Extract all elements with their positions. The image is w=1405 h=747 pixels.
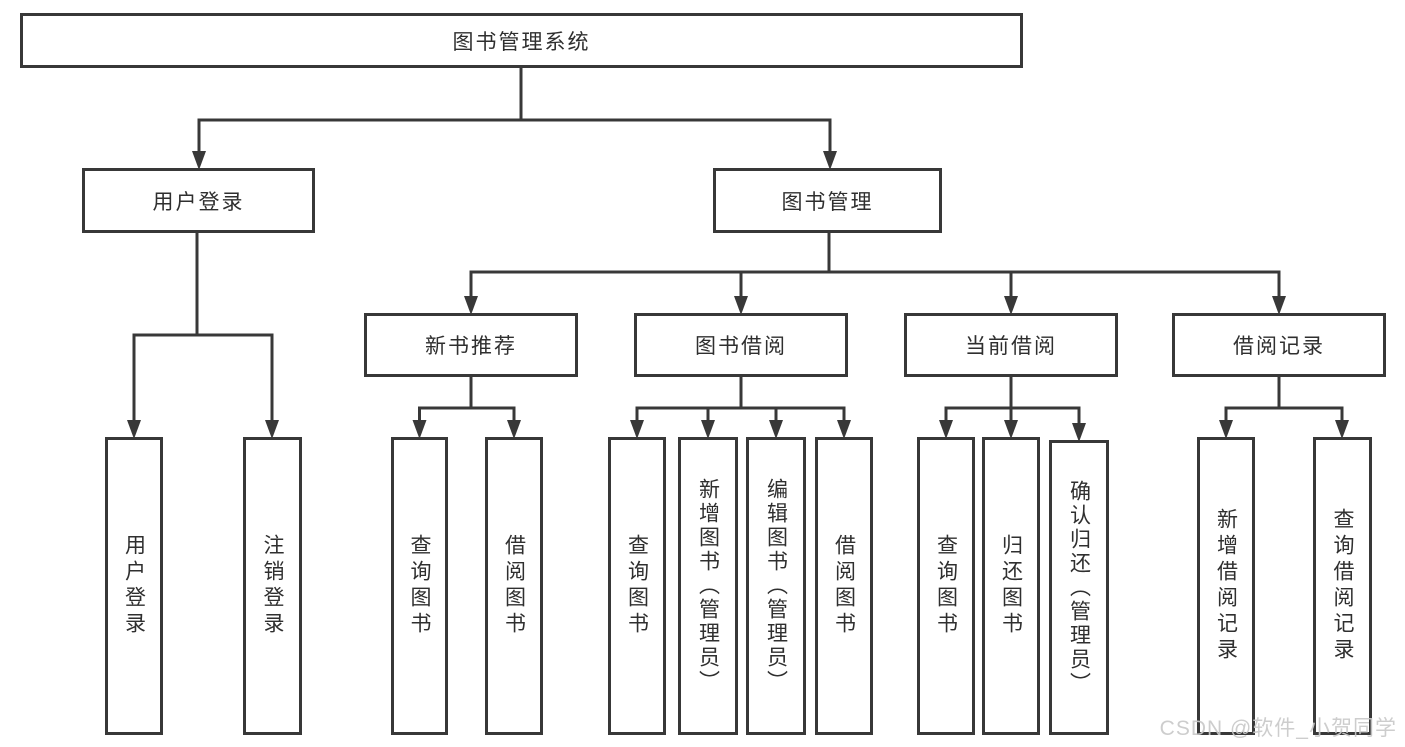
csdn-watermark: CSDN @软件_小贺同学 bbox=[1159, 717, 1397, 740]
leaf-borrow-books-borrowing: 借阅图书 bbox=[815, 437, 873, 735]
node-borrowing-records-label: 借阅记录 bbox=[1233, 335, 1325, 358]
node-root: 图书管理系统 bbox=[20, 13, 1023, 68]
connector-book-management-to-level3 bbox=[469, 233, 1281, 298]
connector-user-login-to-leaves bbox=[132, 233, 274, 423]
leaf-confirm-return-admin: 确认归还（管理员） bbox=[1049, 440, 1109, 735]
leaf-borrow-books-recommend-label: 借阅图书 bbox=[502, 534, 526, 638]
leaf-logout-label: 注销登录 bbox=[261, 534, 284, 638]
leaf-confirm-return-admin-label: 确认归还（管理员） bbox=[1067, 479, 1091, 696]
leaf-query-books-borrowing: 查询图书 bbox=[608, 437, 666, 735]
node-borrowing-records: 借阅记录 bbox=[1172, 313, 1386, 377]
leaf-query-borrow-record: 查询借阅记录 bbox=[1313, 437, 1372, 735]
connector-current-borrowing-to-leaves bbox=[944, 377, 1081, 426]
leaf-user-login: 用户登录 bbox=[105, 437, 163, 735]
leaf-query-books-recommend: 查询图书 bbox=[391, 437, 448, 735]
leaf-borrow-books-borrowing-label: 借阅图书 bbox=[832, 534, 856, 638]
leaf-add-books-admin-label: 新增图书（管理员） bbox=[696, 478, 720, 694]
leaf-query-borrow-record-label: 查询借阅记录 bbox=[1331, 508, 1354, 664]
node-book-management: 图书管理 bbox=[713, 168, 942, 233]
leaf-query-books-current-label: 查询图书 bbox=[934, 534, 958, 638]
leaf-query-books-recommend-label: 查询图书 bbox=[408, 534, 431, 638]
node-user-login: 用户登录 bbox=[82, 168, 315, 233]
leaf-add-borrow-record-label: 新增借阅记录 bbox=[1214, 508, 1238, 664]
leaf-edit-books-admin-label: 编辑图书（管理员） bbox=[764, 478, 788, 694]
connector-new-book-recommend-to-leaves bbox=[418, 377, 516, 423]
leaf-add-books-admin: 新增图书（管理员） bbox=[678, 437, 738, 735]
leaf-add-borrow-record: 新增借阅记录 bbox=[1197, 437, 1255, 735]
leaf-return-books-label: 归还图书 bbox=[999, 534, 1023, 638]
connector-root-to-level2 bbox=[197, 68, 832, 153]
leaf-user-login-label: 用户登录 bbox=[122, 534, 146, 638]
leaf-query-books-current: 查询图书 bbox=[917, 437, 975, 735]
leaf-edit-books-admin: 编辑图书（管理员） bbox=[746, 437, 806, 735]
node-new-book-recommend: 新书推荐 bbox=[364, 313, 578, 377]
connector-book-borrowing-to-leaves bbox=[635, 377, 846, 423]
leaf-logout: 注销登录 bbox=[243, 437, 302, 735]
node-book-management-label: 图书管理 bbox=[781, 190, 874, 214]
node-new-book-recommend-label: 新书推荐 bbox=[425, 335, 517, 358]
leaf-return-books: 归还图书 bbox=[982, 437, 1040, 735]
node-user-login-label: 用户登录 bbox=[152, 190, 245, 214]
leaf-borrow-books-recommend: 借阅图书 bbox=[485, 437, 543, 735]
connector-borrowing-records-to-leaves bbox=[1224, 377, 1344, 423]
node-root-label: 图书管理系统 bbox=[452, 30, 591, 54]
node-book-borrowing-label: 图书借阅 bbox=[695, 335, 787, 358]
node-current-borrowing: 当前借阅 bbox=[904, 313, 1118, 377]
leaf-query-books-borrowing-label: 查询图书 bbox=[625, 534, 649, 638]
node-book-borrowing: 图书借阅 bbox=[634, 313, 848, 377]
node-current-borrowing-label: 当前借阅 bbox=[965, 335, 1057, 358]
